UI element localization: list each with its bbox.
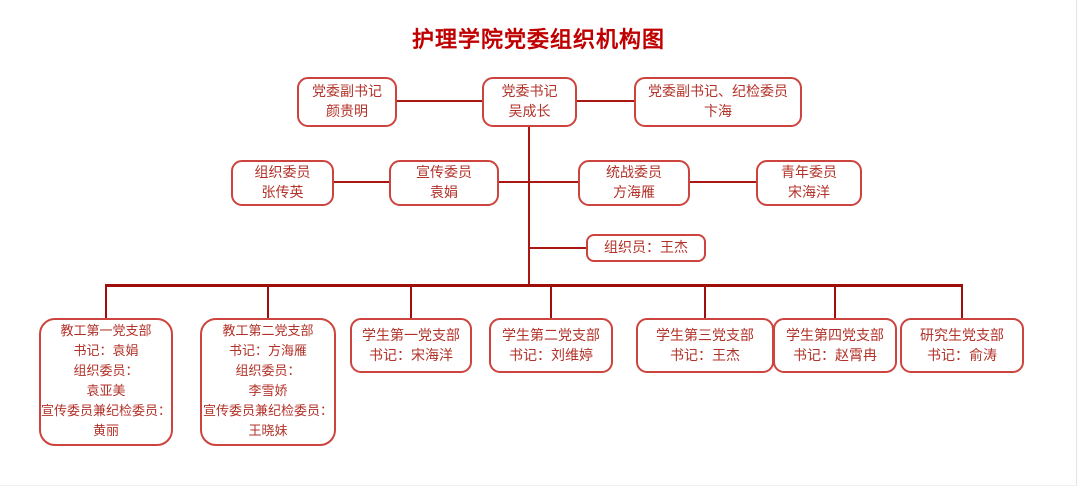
- branch-title: 学生第三党支部: [656, 327, 754, 344]
- node-role: 党委书记: [501, 84, 558, 100]
- branch-role: 组织委员：: [235, 364, 301, 379]
- node-deputy-secretary-discipline: 党委副书记、纪检委员 卞海: [634, 77, 802, 127]
- node-person: 颜贵明: [326, 104, 368, 120]
- node-role: 宣传委员: [416, 165, 472, 181]
- branch-secretary: 书记：王杰: [670, 347, 740, 364]
- branch-member: 王晓妹: [248, 424, 288, 439]
- chart-title: 护理学院党委组织机构图: [411, 28, 665, 53]
- drop-line: [834, 284, 836, 318]
- branch-student-first: 学生第一党支部 书记：宋海洋: [350, 318, 472, 373]
- branch-title: 教工第二党支部: [222, 324, 314, 339]
- node-person: 吴成长: [508, 104, 551, 120]
- connector-line: [577, 100, 634, 102]
- connector-line: [690, 181, 756, 183]
- connector-line: [528, 247, 586, 249]
- node-role: 统战委员: [606, 165, 662, 181]
- branch-secretary: 书记：宋海洋: [369, 347, 453, 364]
- branch-title: 教工第一党支部: [60, 324, 152, 339]
- branch-secretary: 书记：刘维婷: [509, 347, 593, 364]
- connector-line: [499, 181, 578, 183]
- node-label: 组织员：王杰: [604, 240, 688, 256]
- branch-faculty-second: 教工第二党支部 书记：方海雁 组织委员： 李雪娇 宣传委员兼纪检委员： 王晓妹: [200, 318, 336, 446]
- branch-member: 黄丽: [92, 424, 119, 439]
- node-role: 青年委员: [781, 165, 837, 181]
- node-deputy-secretary-left: 党委副书记 颜贵明: [297, 77, 397, 127]
- branch-secretary: 书记：袁娟: [73, 344, 139, 359]
- node-organization-member: 组织委员 张传英: [231, 160, 334, 206]
- node-role: 组织委员: [254, 165, 311, 181]
- connector-line: [334, 181, 389, 183]
- node-person: 卞海: [704, 104, 732, 120]
- branch-title: 学生第一党支部: [362, 327, 460, 344]
- drop-line: [410, 284, 412, 318]
- branch-role: 宣传委员兼纪检委员：: [202, 404, 333, 419]
- branch-title: 研究生党支部: [920, 327, 1004, 344]
- branch-role: 宣传委员兼纪检委员：: [41, 404, 172, 419]
- drop-line: [105, 284, 107, 318]
- connector-line: [528, 127, 530, 285]
- node-youth-member: 青年委员 宋海洋: [756, 160, 862, 206]
- node-person: 张传英: [261, 185, 304, 201]
- node-party-secretary: 党委书记 吴成长: [482, 77, 577, 127]
- branch-member: 袁亚美: [86, 384, 126, 399]
- branch-role: 组织委员：: [73, 364, 139, 379]
- node-role: 党委副书记: [312, 84, 382, 100]
- connector-line: [396, 100, 482, 102]
- node-person: 宋海洋: [788, 185, 830, 201]
- node-united-front-member: 统战委员 方海雁: [578, 160, 690, 206]
- branch-student-fourth: 学生第四党支部 书记：赵霄冉: [773, 318, 897, 373]
- branch-secretary: 书记：方海雁: [228, 344, 307, 359]
- branch-member: 李雪娇: [248, 384, 288, 399]
- branch-faculty-first: 教工第一党支部 书记：袁娟 组织委员： 袁亚美 宣传委员兼纪检委员： 黄丽: [39, 318, 173, 446]
- distribution-line: [105, 284, 963, 287]
- node-role: 党委副书记、纪检委员: [648, 84, 788, 100]
- drop-line: [961, 284, 963, 318]
- branch-secretary: 书记：俞涛: [927, 347, 997, 364]
- node-person: 方海雁: [613, 185, 655, 201]
- branch-student-third: 学生第三党支部 书记：王杰: [636, 318, 774, 373]
- node-organizer: 组织员：王杰: [586, 234, 706, 262]
- branch-student-second: 学生第二党支部 书记：刘维婷: [489, 318, 613, 373]
- drop-line: [704, 284, 706, 318]
- branch-graduate: 研究生党支部 书记：俞涛: [900, 318, 1024, 373]
- node-person: 袁娟: [430, 185, 458, 201]
- drop-line: [550, 284, 552, 318]
- branch-secretary: 书记：赵霄冉: [793, 347, 877, 364]
- branch-title: 学生第四党支部: [786, 327, 884, 344]
- node-propaganda-member: 宣传委员 袁娟: [389, 160, 499, 206]
- drop-line: [267, 284, 269, 318]
- branch-title: 学生第二党支部: [502, 327, 600, 344]
